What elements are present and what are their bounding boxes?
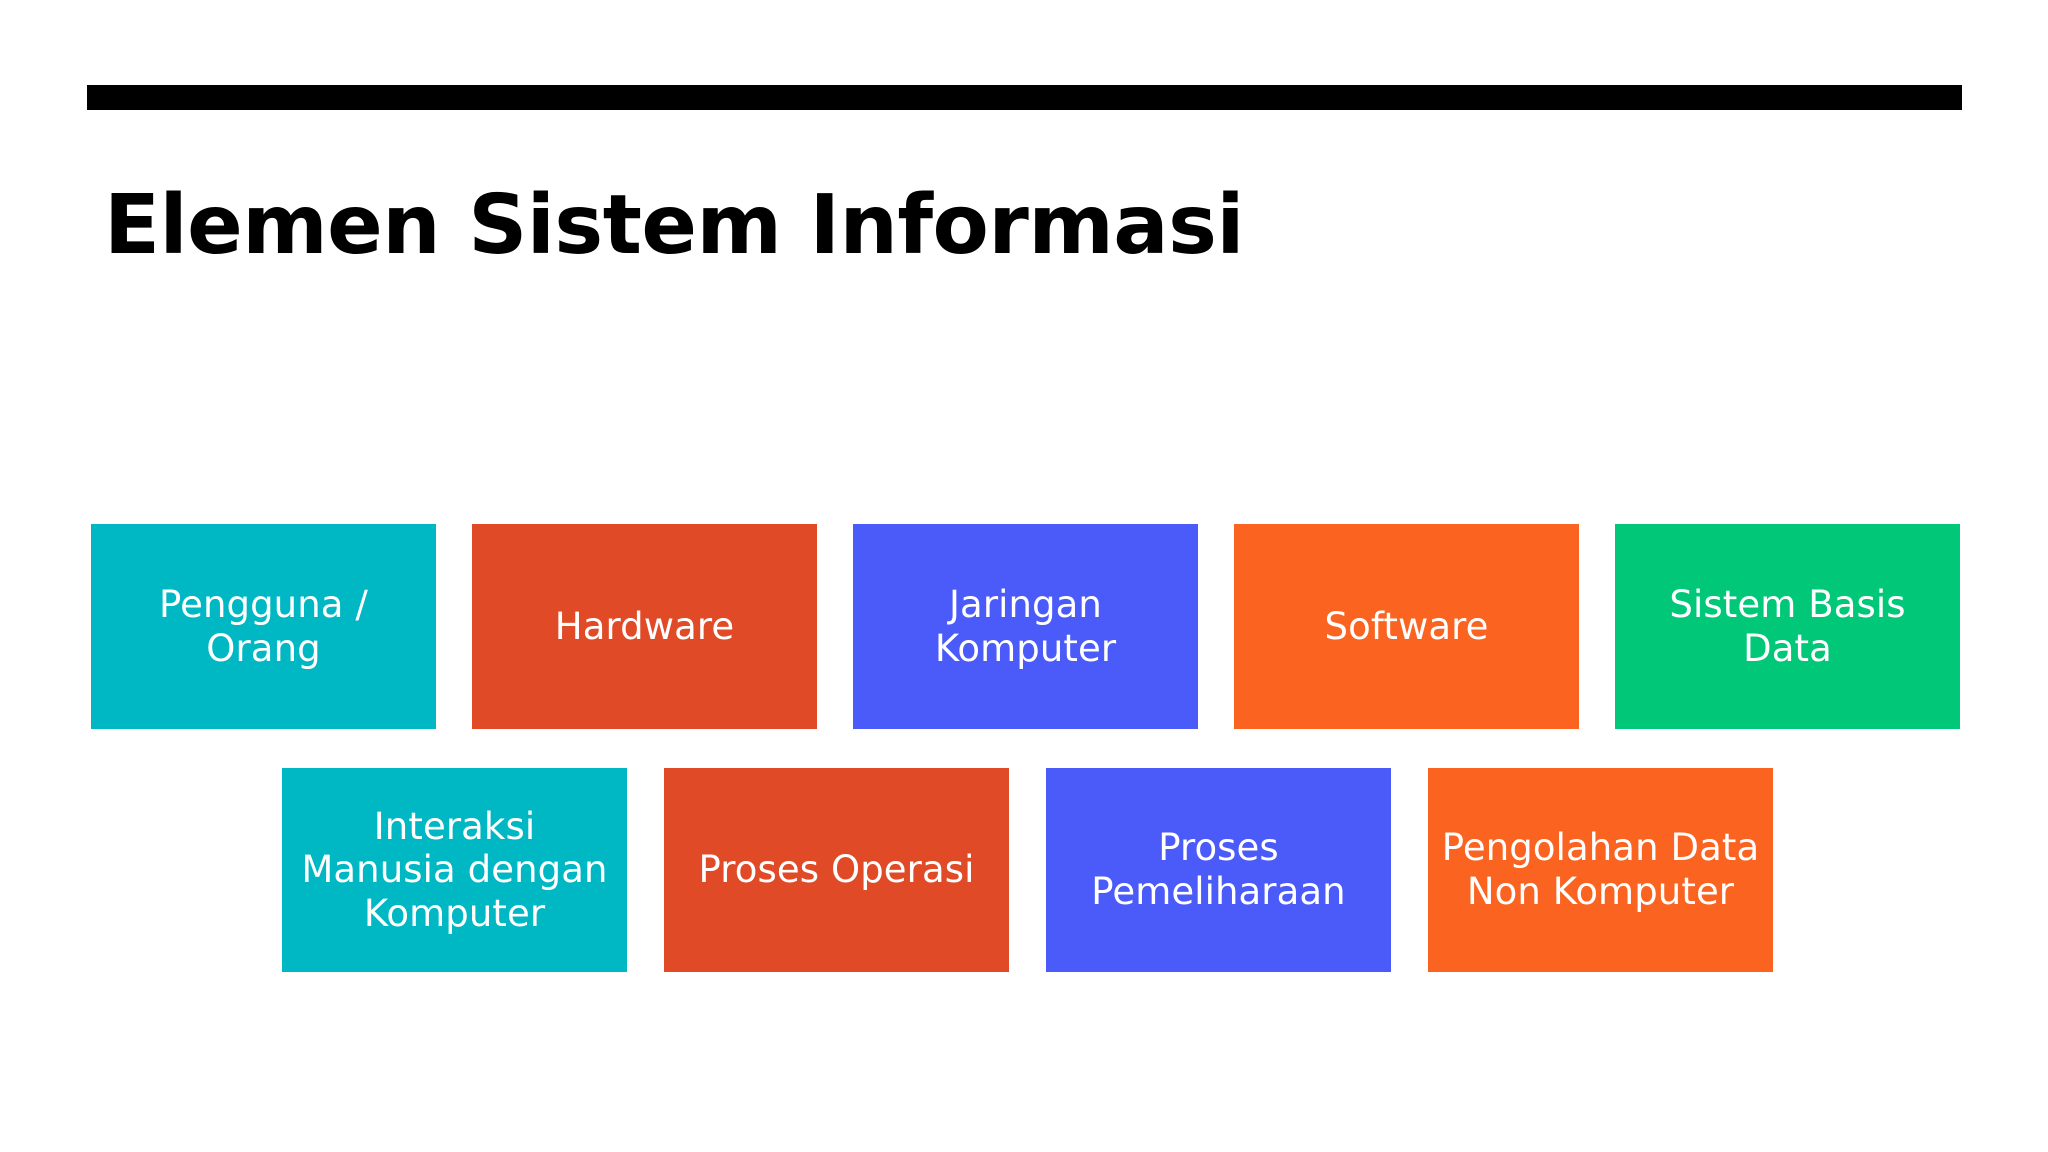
element-card-label: Proses Operasi bbox=[698, 848, 975, 892]
element-card-label: Proses Pemeliharaan bbox=[1091, 826, 1346, 913]
element-card-pengguna[interactable]: Pengguna / Orang bbox=[91, 524, 436, 729]
element-card-label: Interaksi Manusia dengan Komputer bbox=[301, 804, 608, 935]
element-card-sistem-basis-data[interactable]: Sistem Basis Data bbox=[1615, 524, 1960, 729]
element-card-label: Sistem Basis Data bbox=[1669, 582, 1906, 670]
secondary-elements-row: Interaksi Manusia dengan Komputer Proses… bbox=[282, 768, 1773, 972]
element-card-proses-operasi[interactable]: Proses Operasi bbox=[664, 768, 1009, 972]
element-card-label: Jaringan Komputer bbox=[934, 582, 1117, 670]
element-card-label: Pengguna / Orang bbox=[159, 582, 368, 670]
element-card-proses-pemeliharaan[interactable]: Proses Pemeliharaan bbox=[1046, 768, 1391, 972]
primary-elements-row: Pengguna / Orang Hardware Jaringan Kompu… bbox=[91, 524, 1960, 729]
element-card-label: Pengolahan Data Non Komputer bbox=[1441, 826, 1760, 913]
page-title: Elemen Sistem Informasi bbox=[104, 177, 1245, 273]
element-card-label: Software bbox=[1324, 604, 1489, 648]
element-card-jaringan-komputer[interactable]: Jaringan Komputer bbox=[853, 524, 1198, 729]
element-card-label: Hardware bbox=[554, 604, 735, 648]
element-card-pengolahan-data-non-komputer[interactable]: Pengolahan Data Non Komputer bbox=[1428, 768, 1773, 972]
element-card-hardware[interactable]: Hardware bbox=[472, 524, 817, 729]
element-card-software[interactable]: Software bbox=[1234, 524, 1579, 729]
title-divider-rule bbox=[87, 85, 1962, 110]
element-card-interaksi-manusia-dengan-komputer[interactable]: Interaksi Manusia dengan Komputer bbox=[282, 768, 627, 972]
